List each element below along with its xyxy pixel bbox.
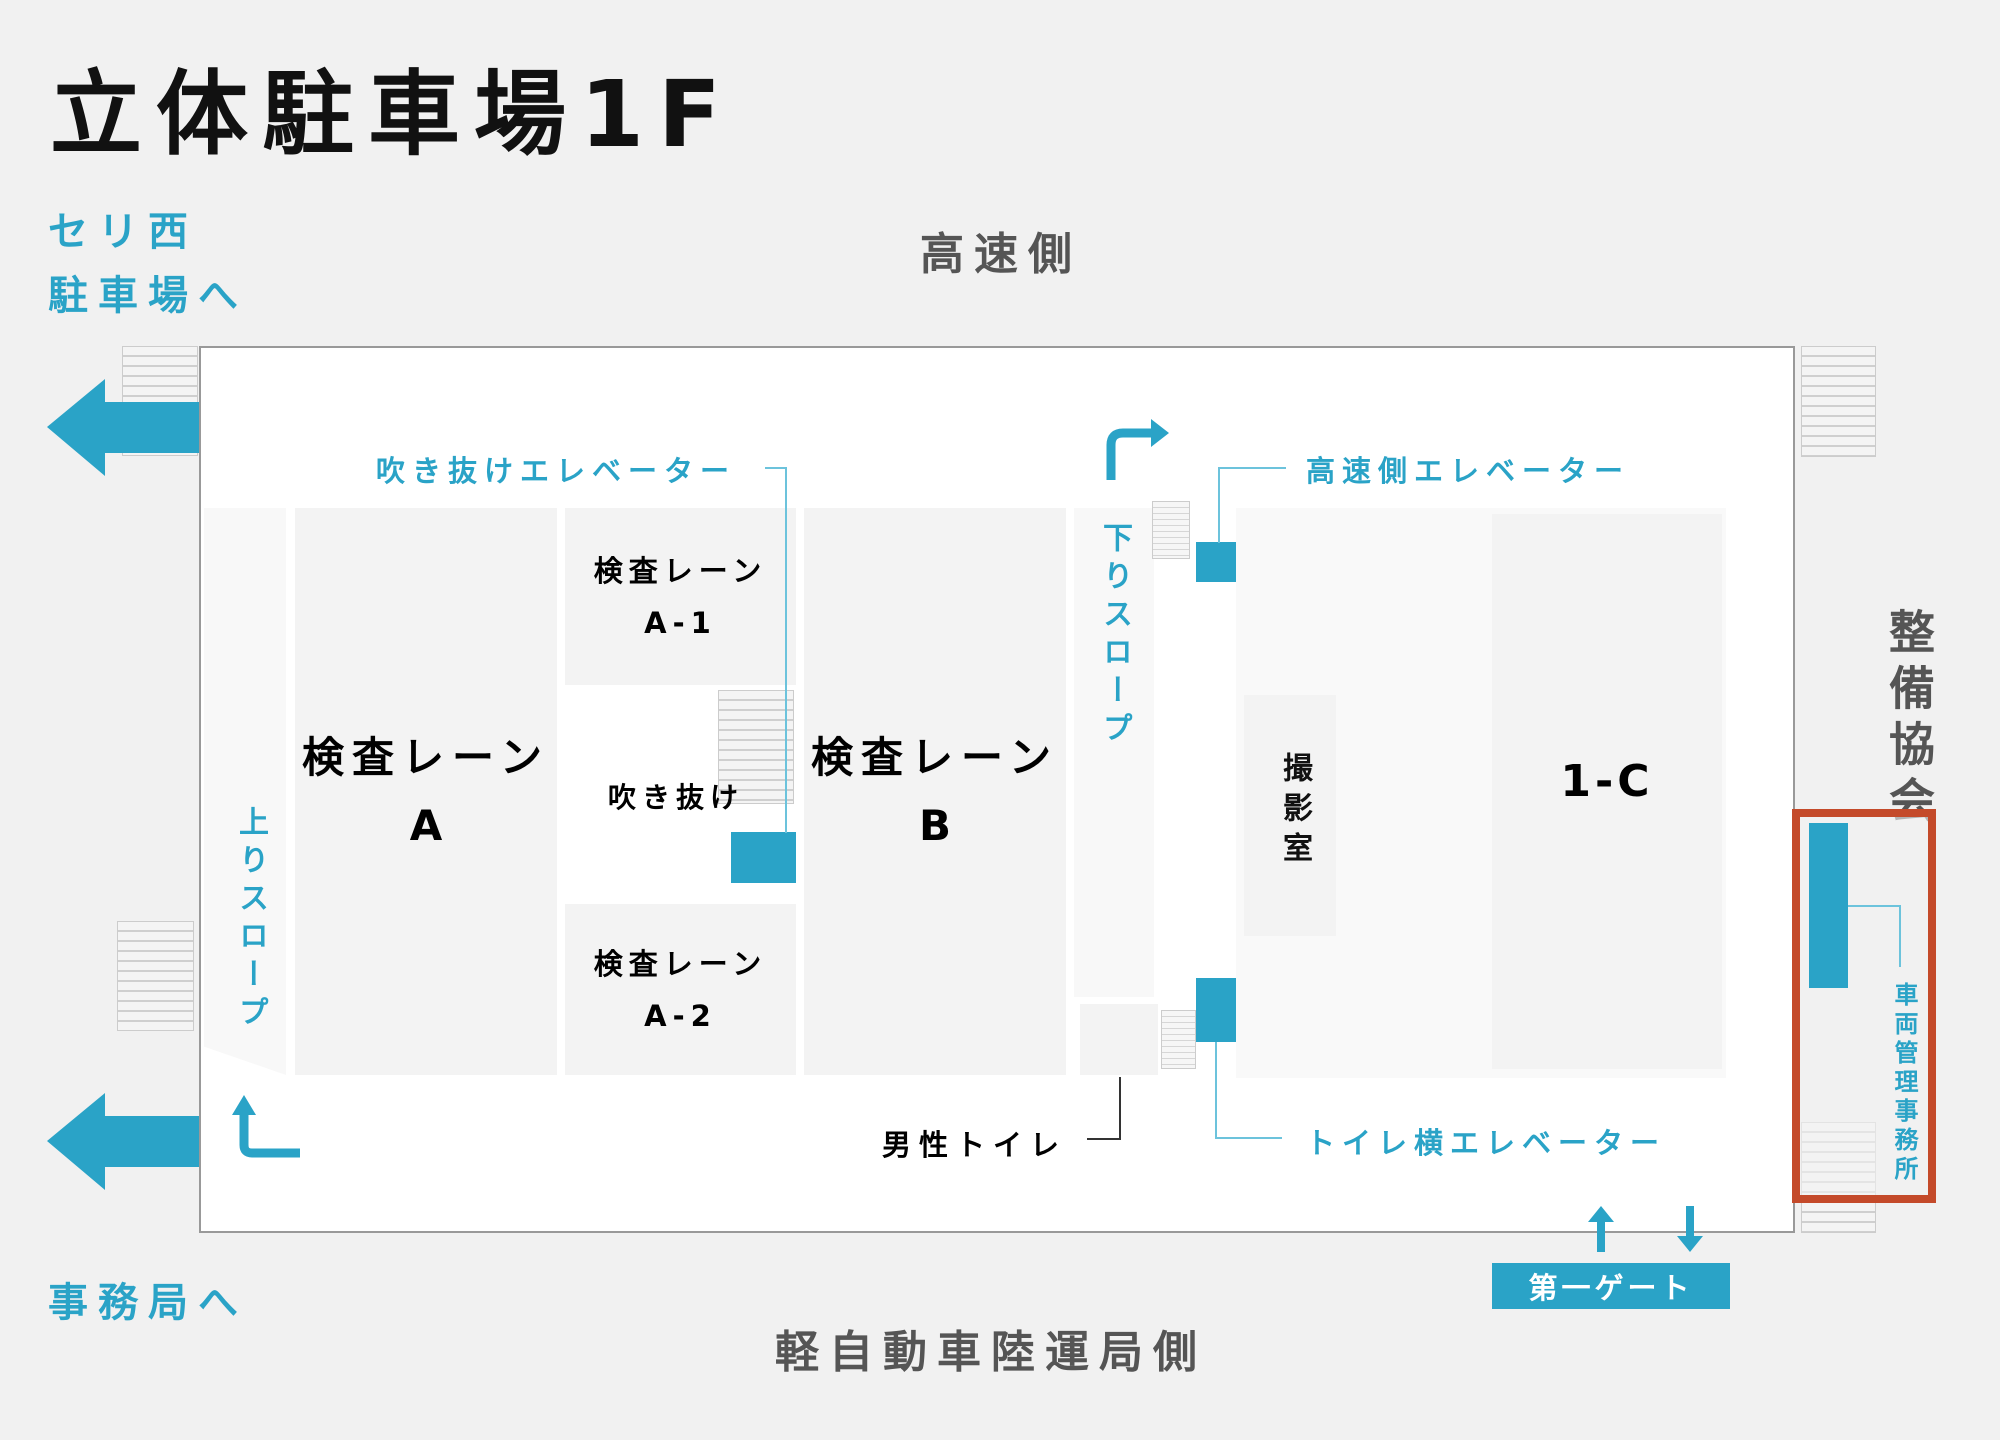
highway-elevator[interactable] <box>1196 542 1236 582</box>
direction-west-parking-line2: 駐車場へ <box>48 273 248 319</box>
direction-office: 事務局へ <box>48 1280 248 1326</box>
exit-arrow-west-icon <box>47 379 199 476</box>
toilet-elevator[interactable] <box>1196 978 1236 1042</box>
stairs-down-slope <box>1152 501 1190 559</box>
first-gate-label: 第一ゲート <box>1492 1263 1730 1309</box>
direction-west-parking-line1: セリ西 <box>48 209 198 255</box>
lane-a1: 検査レーン A-1 <box>565 508 796 685</box>
side-label-bottom: 軽自動車陸運局側 <box>775 1327 1207 1378</box>
down-slope-arrow-icon <box>1106 419 1169 480</box>
stairs-mid-left <box>117 921 194 1031</box>
page-title: 立体駐車場1F <box>50 61 735 168</box>
lane-a2-label: 検査レーン <box>593 946 768 981</box>
vehicle-office-label: 車両管理事務所 <box>1890 982 1918 1185</box>
lane-a-code: A <box>409 800 443 850</box>
lane-b-label: 検査レーン <box>811 732 1059 782</box>
lane-a2: 検査レーン A-2 <box>565 904 796 1075</box>
area-1c: 1-C <box>1492 514 1722 1069</box>
lane-b: 検査レーン B <box>804 508 1066 1075</box>
photo-room-label: 撮影室 <box>1277 752 1312 872</box>
highway-elevator-leader-v <box>1218 467 1220 543</box>
down-slope-label: 下りスロープ <box>1097 522 1132 750</box>
up-slope-label: 上りスロープ <box>233 806 268 1034</box>
exit-arrow-office-icon <box>47 1093 199 1190</box>
side-label-right: 整備協会 <box>1882 608 1936 832</box>
area-1c-label: 1-C <box>1560 756 1654 807</box>
gate-in-arrow-icon <box>1588 1206 1614 1252</box>
stairs-toilet <box>1161 1010 1196 1069</box>
lane-a-label: 検査レーン <box>302 732 550 782</box>
photo-room <box>1244 695 1336 936</box>
lane-a1-label: 検査レーン <box>593 553 768 588</box>
highway-elevator-label: 高速側エレベーター <box>1306 454 1631 488</box>
atrium-stairs <box>718 690 794 804</box>
mens-toilet-label: 男性トイレ <box>882 1128 1068 1162</box>
toilet-leader-v <box>1119 1077 1121 1140</box>
toilet-elevator-label: トイレ横エレベーター <box>1306 1126 1667 1160</box>
lane-b-code: B <box>918 800 951 850</box>
toilet-leader <box>1087 1138 1121 1140</box>
atrium-label: 吹き抜け <box>608 781 745 814</box>
mens-toilet <box>1080 1004 1158 1075</box>
gate-out-arrow-icon <box>1677 1206 1703 1252</box>
side-label-top: 高速側 <box>920 229 1082 280</box>
atrium-elevator[interactable] <box>731 832 796 883</box>
up-slope-arrow-icon <box>232 1095 300 1158</box>
direction-west-parking: セリ西 駐車場へ <box>48 200 248 328</box>
down-slope <box>1074 508 1154 997</box>
stairs-top-right <box>1801 346 1876 457</box>
toilet-elevator-leader-v <box>1215 1042 1217 1139</box>
up-slope <box>204 508 286 1075</box>
atrium-elevator-label: 吹き抜けエレベーター <box>376 454 737 488</box>
atrium-elevator-leader-v <box>785 467 787 833</box>
vehicle-office-leader <box>1848 905 1901 907</box>
toilet-elevator-leader <box>1215 1137 1282 1139</box>
vehicle-office-block <box>1809 823 1848 988</box>
lane-a1-code: A-1 <box>644 605 717 640</box>
vehicle-office-leader-v <box>1899 905 1901 967</box>
highway-elevator-leader <box>1218 467 1286 469</box>
lane-a: 検査レーン A <box>295 508 557 1075</box>
atrium-elevator-leader <box>765 467 787 469</box>
lane-a2-code: A-2 <box>644 998 717 1033</box>
